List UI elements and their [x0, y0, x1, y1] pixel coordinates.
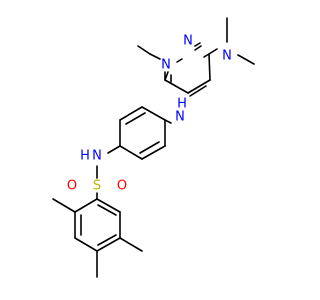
atom-label-n-amine: N — [175, 110, 185, 125]
bond — [96, 237, 121, 252]
bond — [237, 54, 255, 65]
bond — [187, 79, 211, 94]
bond — [208, 53, 211, 81]
bond — [141, 106, 166, 121]
bond-layer — [52, 17, 255, 278]
bond — [119, 106, 143, 121]
bond — [189, 85, 207, 97]
atom-label-o-right: O — [117, 179, 127, 194]
bond — [176, 58, 183, 63]
bond — [119, 237, 143, 252]
bond — [139, 141, 160, 154]
bond — [107, 145, 121, 154]
bond — [125, 112, 146, 125]
bond — [164, 79, 189, 94]
atom-label-n-sulfonamide: N — [92, 149, 102, 164]
atom-label-s: S — [93, 179, 101, 194]
bond — [52, 198, 76, 213]
bond — [119, 145, 143, 160]
bond — [194, 42, 201, 47]
bond — [74, 237, 98, 252]
hydrogen-label: H — [177, 97, 187, 112]
bond — [203, 53, 210, 58]
bond — [194, 45, 202, 51]
bond — [97, 204, 117, 216]
atom-label-o-left: O — [67, 179, 77, 194]
bond — [141, 145, 166, 160]
bond — [74, 198, 98, 213]
atom-label-n-pyr-left: N — [161, 58, 171, 73]
bond — [164, 119, 172, 124]
atom-label-n-pyr-top: N — [183, 34, 193, 49]
bond — [208, 48, 218, 55]
bond — [96, 198, 121, 213]
atom-label-n-dimethylamino: N — [222, 49, 232, 64]
bond — [149, 53, 161, 60]
hydrogen-label: H — [80, 149, 90, 164]
bond — [137, 45, 151, 55]
bond — [164, 71, 169, 81]
bond — [97, 234, 117, 246]
